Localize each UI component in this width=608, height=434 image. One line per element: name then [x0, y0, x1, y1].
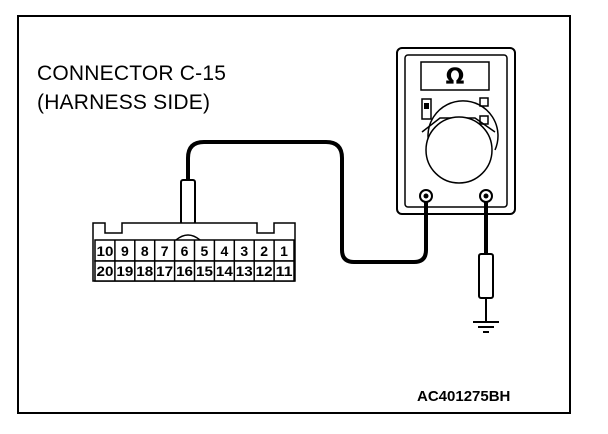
meter-dial	[425, 116, 493, 184]
pin-label-4: 4	[220, 243, 228, 259]
pin-label-20: 20	[97, 263, 114, 279]
probe-negative	[478, 253, 494, 321]
pin-label-16: 16	[176, 263, 193, 279]
test-lead-positive	[186, 140, 428, 264]
pin-label-3: 3	[240, 243, 248, 259]
connector-title: CONNECTOR C-15	[37, 62, 227, 85]
meter-display	[420, 61, 490, 91]
pin-label-1: 1	[280, 243, 288, 259]
pin-label-14: 14	[216, 263, 233, 279]
ohmmeter-icon: Ω	[396, 47, 516, 215]
pin-label-13: 13	[236, 263, 253, 279]
pin-label-9: 9	[121, 243, 129, 259]
pin-label-7: 7	[161, 243, 169, 259]
pin-label-18: 18	[136, 263, 153, 279]
pin-label-19: 19	[116, 263, 133, 279]
pin-label-10: 10	[97, 243, 114, 259]
connector-subtitle: (HARNESS SIDE)	[37, 91, 211, 114]
pin-label-12: 12	[256, 263, 273, 279]
pin-label-11: 11	[276, 263, 293, 279]
pin-label-17: 17	[156, 263, 173, 279]
ohm-symbol: Ω	[446, 65, 465, 90]
meter-button-top	[479, 97, 489, 107]
pin-label-2: 2	[260, 243, 268, 259]
pin-label-15: 15	[196, 263, 213, 279]
pin-label-6: 6	[181, 243, 189, 259]
pin-label-5: 5	[201, 243, 209, 259]
pin-label-8: 8	[141, 243, 149, 259]
figure-code: AC401275BH	[417, 388, 511, 405]
ground-icon	[473, 321, 499, 333]
